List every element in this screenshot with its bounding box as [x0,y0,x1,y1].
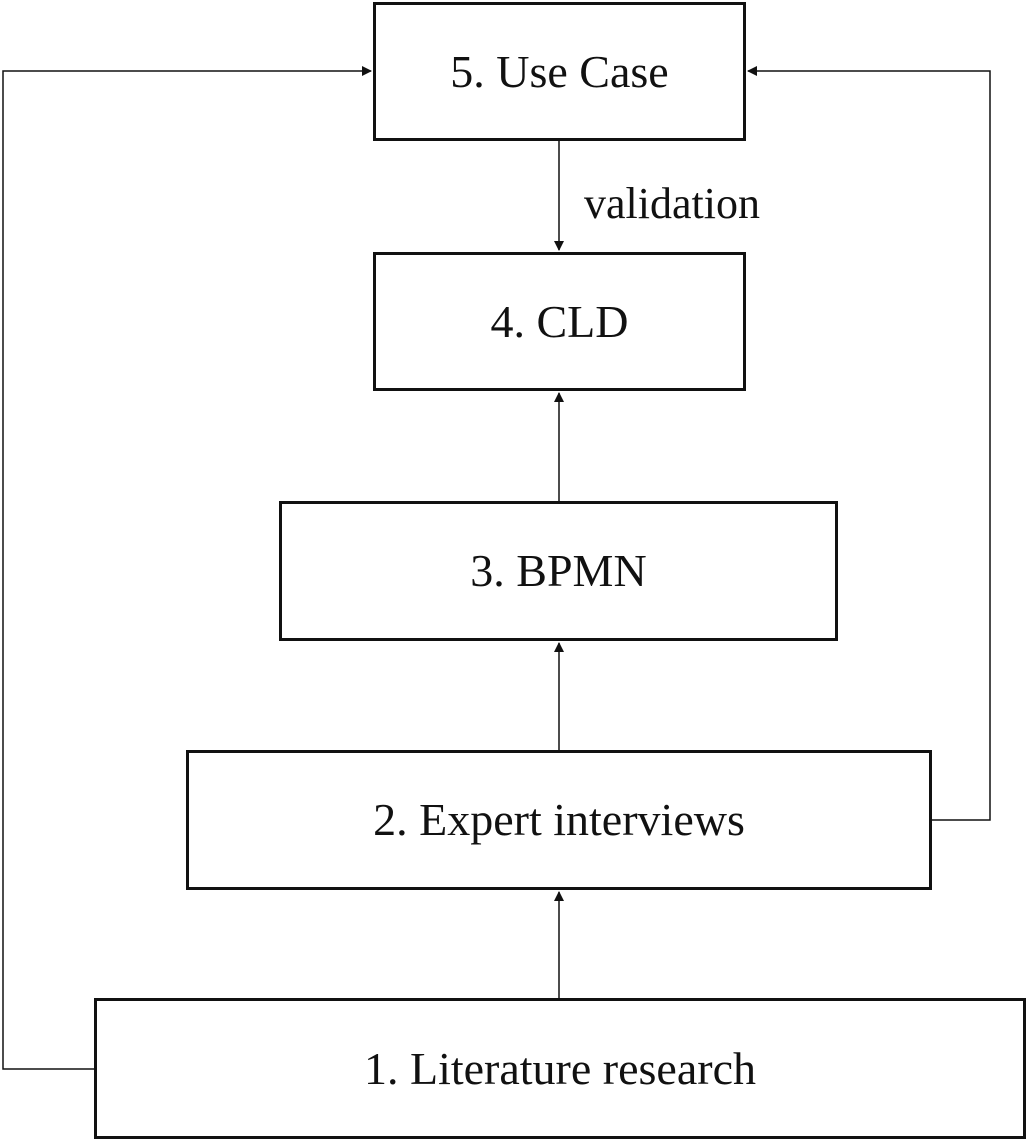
node-literature-research: 1. Literature research [94,998,1026,1139]
edge-literature-to-use-case [2,66,372,1070]
edge-expert-to-use-case [747,66,991,821]
node-cld-label: 4. CLD [490,295,629,347]
node-bpmn: 3. BPMN [279,501,838,641]
node-use-case: 5. Use Case [373,2,746,141]
node-bpmn-label: 3. BPMN [470,545,647,596]
node-literature-research-label: 1. Literature research [363,1042,757,1094]
node-expert-interviews: 2. Expert interviews [186,750,932,890]
node-expert-interviews-label: 2. Expert interviews [373,794,745,845]
node-cld: 4. CLD [373,252,746,391]
node-use-case-label: 5. Use Case [450,45,669,97]
edge-label-validation: validation [584,179,760,228]
